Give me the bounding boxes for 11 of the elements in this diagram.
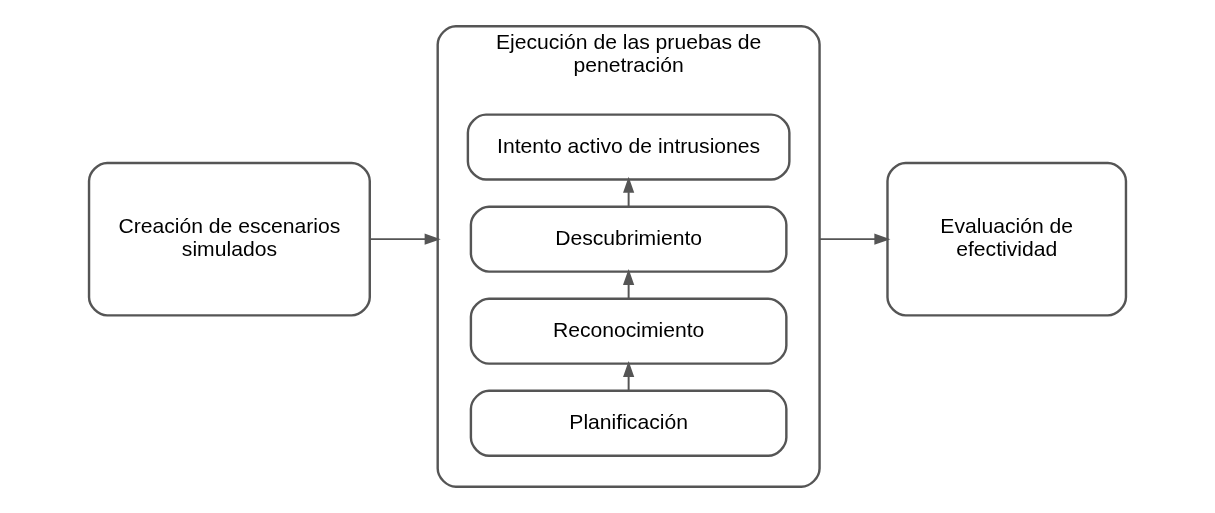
node-box: Evaluación de efectividad — [886, 161, 1128, 317]
arrow — [623, 360, 635, 392]
node-box: Reconocimiento — [469, 297, 788, 365]
arrow — [369, 233, 441, 245]
node-box: Descubrimiento — [469, 205, 788, 273]
arrow — [623, 268, 635, 300]
node-box: Intento activo de intrusiones — [466, 113, 791, 181]
node-box: Planificación — [469, 389, 788, 457]
arrow — [818, 233, 891, 245]
node-box: Creación de escenarios simulados — [87, 161, 371, 317]
arrow — [623, 176, 635, 208]
